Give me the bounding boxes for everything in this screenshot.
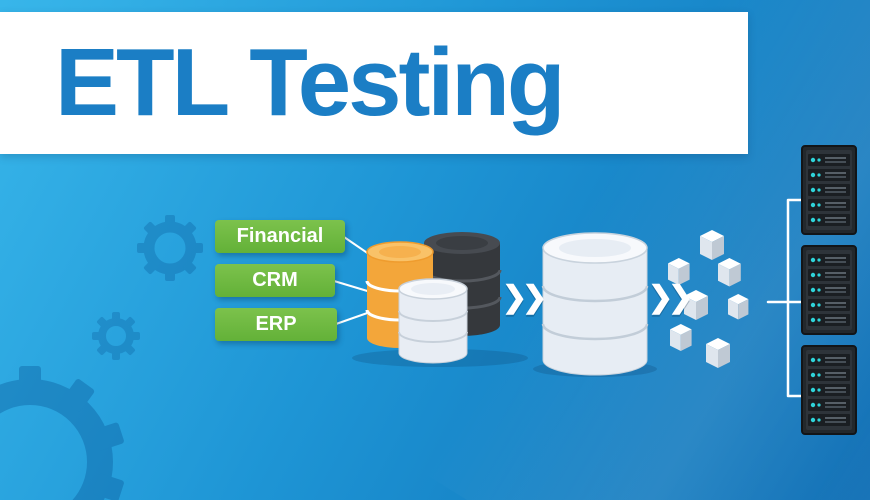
cube-icon [718,258,741,287]
background-streak [752,0,870,500]
cube-icon [670,324,692,351]
gear-icon [92,312,140,360]
server-rack-icon [801,145,857,235]
cube-icon [700,230,724,260]
data-warehouse-database-icon [541,232,649,376]
server-rack-icons [801,145,857,435]
cube-icon [728,294,749,320]
source-db-shadow [352,349,528,367]
flow-arrow-icon: ❯❯ [648,281,693,314]
warehouse-shadow [533,361,657,377]
server-rack-icon [801,345,857,435]
flow-arrow-icon: ❯❯ [502,281,547,314]
gear-icon [0,366,124,500]
source-label-text: CRM [252,269,298,291]
server-rack-icon [801,245,857,335]
source-label-erp: ERP [215,308,337,341]
gear-icon [137,215,203,281]
page-title: ETL Testing [55,29,565,136]
light-database-icon [398,278,468,364]
dark-database-icon [422,232,502,336]
distribution-bracket [766,198,803,398]
source-label-financial: Financial [215,220,345,253]
source-label-text: ERP [255,313,297,335]
title-banner: ETL Testing [0,12,748,154]
orange-database-icon [365,241,435,348]
source-label-text: Financial [236,225,324,247]
source-label-crm: CRM [215,264,335,297]
cube-icon [706,338,730,368]
